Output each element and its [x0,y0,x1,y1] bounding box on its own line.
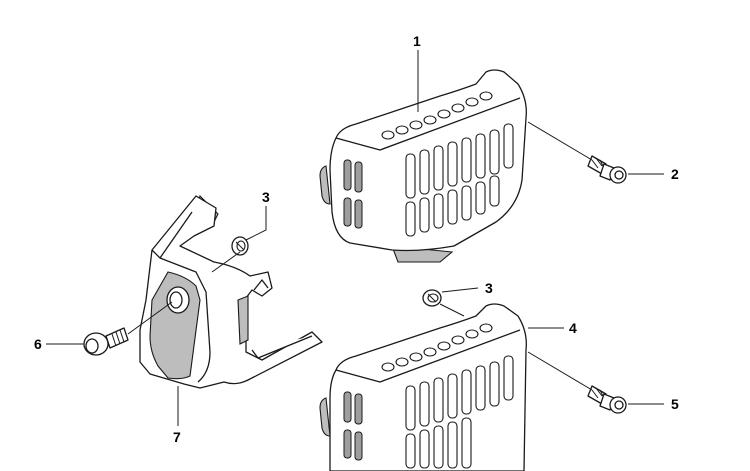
callout-4: 4 [569,320,577,336]
callout-5: 5 [671,396,679,412]
screw-2 [587,155,627,184]
vent-slots-side-1 [343,159,363,229]
screw-5 [587,385,627,414]
clip-3-upper [231,236,249,256]
clip-3-lower [422,289,442,307]
callout-1: 1 [413,33,421,49]
vent-slots-top-4 [381,323,493,372]
callout-7: 7 [173,429,181,445]
leader-lines [46,50,664,426]
cylinder-cover-upper [319,69,527,263]
callout-labels: 1 2 3 3 4 5 6 7 [34,33,679,445]
vent-slots-side-4 [343,391,363,461]
vent-slots-top-1 [381,91,493,140]
callout-2: 2 [671,166,679,182]
callout-3-lower: 3 [485,280,493,296]
screw-6 [83,327,129,356]
vent-slots-front-1 [405,123,514,237]
vent-slots-front-4 [405,355,514,469]
callout-6: 6 [34,336,42,352]
callout-3-upper: 3 [262,189,270,205]
cylinder-cover-lower [319,303,527,471]
mounting-bracket [139,194,323,389]
